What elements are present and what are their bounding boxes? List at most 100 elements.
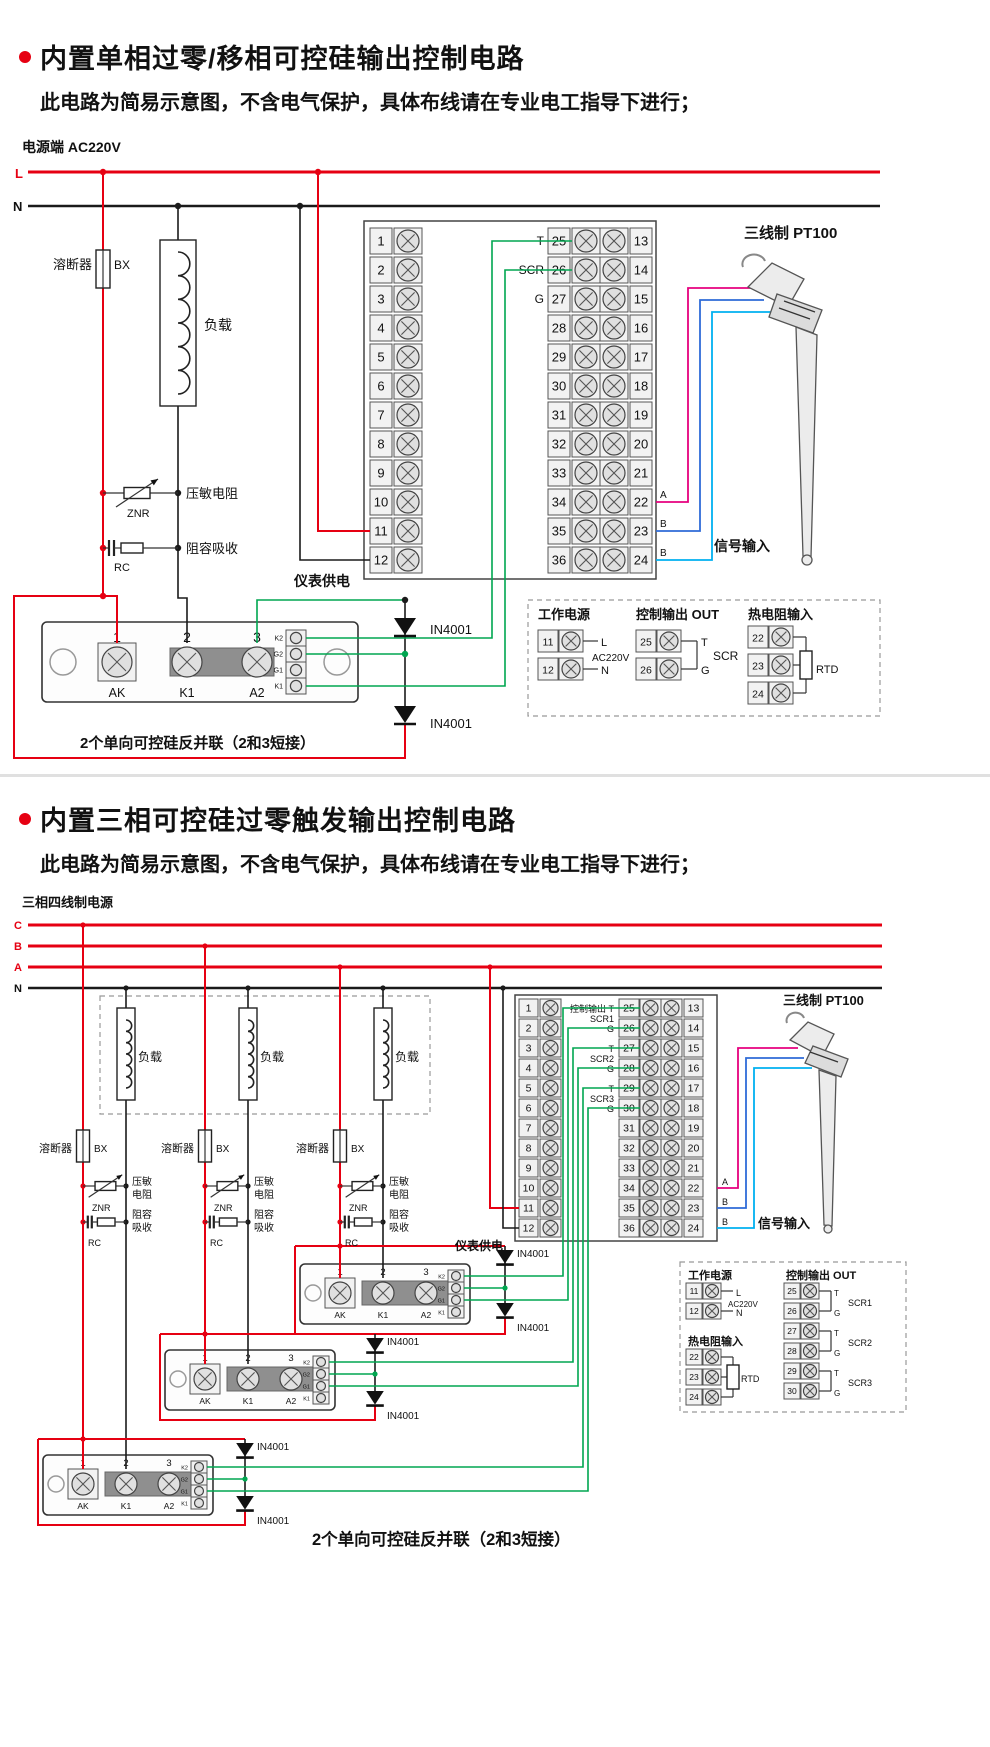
module-terminal-pin: K1 <box>179 686 194 700</box>
module-side-label: G2 <box>438 1287 445 1293</box>
junction-dot <box>380 985 386 991</box>
wire <box>656 287 757 503</box>
terminal-number: 31 <box>623 1123 635 1135</box>
info-t-label: T <box>701 637 708 649</box>
terminal-number: 32 <box>552 437 566 452</box>
fuse-label: 溶断器 <box>161 1141 194 1155</box>
info-g-label: G <box>834 1309 840 1318</box>
line-c-label: C <box>14 920 22 932</box>
wire <box>306 240 572 639</box>
terminal-number: 22 <box>688 1183 700 1195</box>
terminal-number: 8 <box>526 1143 532 1155</box>
terminal-number: 13 <box>634 234 648 249</box>
module-side-label: K2 <box>438 1275 445 1281</box>
info-g-label: G <box>834 1389 840 1398</box>
terminal-function-label: T <box>609 1044 615 1054</box>
section-divider <box>0 774 990 777</box>
wire <box>103 595 118 643</box>
wire <box>656 299 764 532</box>
terminal-number: 18 <box>688 1103 700 1115</box>
rc-model-label: RC <box>210 1238 223 1248</box>
module-side-label: G1 <box>438 1299 445 1305</box>
module-side-label: G2 <box>274 652 283 659</box>
terminal-number: 7 <box>526 1123 532 1135</box>
terminal-number: 34 <box>552 495 566 510</box>
terminal-number: 24 <box>752 689 764 701</box>
line-b-label: B <box>14 941 22 953</box>
terminal-number: 11 <box>374 524 388 539</box>
terminal-function-label: G <box>607 1024 614 1034</box>
varistor-model-label: ZNR <box>92 1203 111 1213</box>
terminal-number: 21 <box>634 466 648 481</box>
rc-symbol <box>353 1217 373 1227</box>
terminal-number: 15 <box>634 292 648 307</box>
info-rtd-label: RTD <box>816 664 838 676</box>
terminal-number: 3 <box>526 1043 532 1055</box>
junction-dot <box>80 1436 86 1442</box>
varistor-label: 电阻 <box>132 1188 152 1201</box>
terminal-number: 10 <box>523 1183 535 1195</box>
info-g-label: G <box>834 1349 840 1358</box>
junction-dot <box>123 985 129 991</box>
terminal-number: 20 <box>688 1143 700 1155</box>
terminal-number: 35 <box>623 1203 635 1215</box>
module-side-label: G2 <box>181 1478 188 1484</box>
terminal-number: 23 <box>689 1372 699 1382</box>
pt100-label: 三线制 PT100 <box>744 224 837 242</box>
work-power-title: 工作电源 <box>538 607 590 622</box>
wire <box>329 1067 640 1387</box>
diode-symbol <box>366 1338 384 1352</box>
terminal-number: 1 <box>377 234 384 249</box>
diode-label: IN4001 <box>387 1337 420 1348</box>
terminal-number: 10 <box>374 495 388 510</box>
power-side-label: 三相四线制电源 <box>22 895 113 910</box>
rc-label: 阻容吸收 <box>186 541 238 556</box>
terminal-number: 12 <box>374 553 388 568</box>
fuse-label: 溶断器 <box>53 257 92 272</box>
wire <box>177 406 188 643</box>
diode-symbol <box>394 706 416 723</box>
wire <box>329 1047 640 1363</box>
diode-symbol <box>366 1391 384 1405</box>
varistor-label: 压敏电阻 <box>186 486 238 501</box>
diode-symbol <box>496 1250 514 1264</box>
terminal-number: 6 <box>377 379 384 394</box>
module-terminal-pin: K1 <box>243 1396 254 1406</box>
terminal-number: 12 <box>542 665 554 677</box>
info-t-label: T <box>834 1369 839 1378</box>
terminal-number: 12 <box>523 1223 535 1235</box>
terminal-number: 11 <box>690 1286 699 1296</box>
wire <box>13 595 406 759</box>
rc-model-label: RC <box>114 562 130 574</box>
terminal-number: 19 <box>634 408 648 423</box>
pt100-label: 三线制 PT100 <box>783 993 864 1008</box>
line-a-label: A <box>14 962 22 974</box>
module-terminal-pin: A2 <box>164 1501 175 1511</box>
info-scr3-label: SCR3 <box>848 1378 872 1388</box>
rtd-resistor-symbol <box>799 650 813 680</box>
module-side-label: G1 <box>181 1490 188 1496</box>
junction-dot <box>337 964 343 970</box>
fuse-model-label: BX <box>351 1144 365 1155</box>
varistor-label: 压敏 <box>254 1175 274 1188</box>
rc-symbol <box>218 1217 238 1227</box>
rc-symbol <box>96 1217 116 1227</box>
wire <box>717 1047 798 1189</box>
terminal-number: 25 <box>640 637 652 649</box>
terminal-number: 4 <box>526 1063 532 1075</box>
terminal-number: 5 <box>526 1083 532 1095</box>
terminal-number: 28 <box>787 1346 797 1356</box>
section2-subtitle: 此电路为简易示意图，不含电气保护，具体布线请在专业电工指导下进行； <box>40 854 700 876</box>
terminal-number: 9 <box>526 1163 532 1175</box>
terminal-number: 23 <box>634 524 648 539</box>
terminal-number: 20 <box>634 437 648 452</box>
rc-label: 阻容 <box>254 1208 274 1221</box>
fuse-label: 溶断器 <box>39 1141 72 1155</box>
junction-dot <box>401 596 409 604</box>
rc-label: 吸收 <box>389 1221 409 1234</box>
terminal-number: 35 <box>552 524 566 539</box>
